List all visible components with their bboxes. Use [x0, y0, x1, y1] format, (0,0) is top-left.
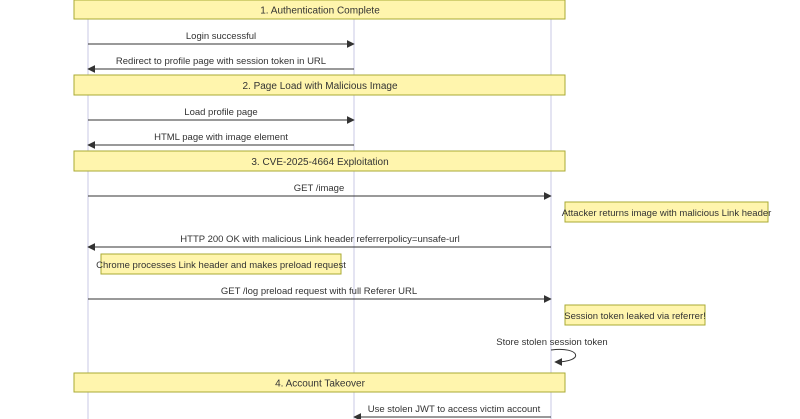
message: Use stolen JWT to access victim account	[353, 404, 551, 419]
self-message: Store stolen session token	[496, 337, 608, 366]
note-label: Chrome processes Link header and makes p…	[96, 260, 346, 271]
section-banner: 3. CVE-2025-4664 Exploitation	[73, 150, 566, 172]
message-label: Redirect to profile page with session to…	[116, 56, 326, 67]
note: Session token leaked via referrer!	[564, 304, 706, 326]
message-label: HTTP 200 OK with malicious Link header r…	[180, 234, 459, 245]
section-label: 3. CVE-2025-4664 Exploitation	[251, 157, 388, 168]
message: GET /log preload request with full Refer…	[88, 286, 552, 303]
section-label: 2. Page Load with Malicious Image	[242, 81, 398, 92]
message: Load profile page	[88, 107, 355, 124]
message: Redirect to profile page with session to…	[87, 56, 354, 73]
message-label: Store stolen session token	[496, 337, 607, 348]
note: Chrome processes Link header and makes p…	[96, 253, 346, 275]
message: HTTP 200 OK with malicious Link header r…	[87, 234, 551, 251]
note-label: Attacker returns image with malicious Li…	[562, 208, 772, 219]
section-banner: 2. Page Load with Malicious Image	[73, 74, 566, 96]
message-label: Load profile page	[184, 107, 257, 118]
message-label: Use stolen JWT to access victim account	[368, 404, 541, 415]
section-banner: 1. Authentication Complete	[73, 0, 566, 20]
section-banner: 4. Account Takeover	[73, 372, 566, 393]
section-label: 4. Account Takeover	[275, 379, 366, 390]
message: HTML page with image element	[87, 132, 354, 149]
section-label: 1. Authentication Complete	[260, 6, 380, 17]
message: Login successful	[88, 31, 355, 48]
message-label: GET /log preload request with full Refer…	[221, 286, 417, 297]
note: Attacker returns image with malicious Li…	[562, 201, 772, 223]
message-label: GET /image	[294, 183, 345, 194]
message-label: HTML page with image element	[154, 132, 288, 143]
message: GET /image	[88, 183, 552, 200]
note-label: Session token leaked via referrer!	[564, 311, 706, 322]
message-label: Login successful	[186, 31, 256, 42]
